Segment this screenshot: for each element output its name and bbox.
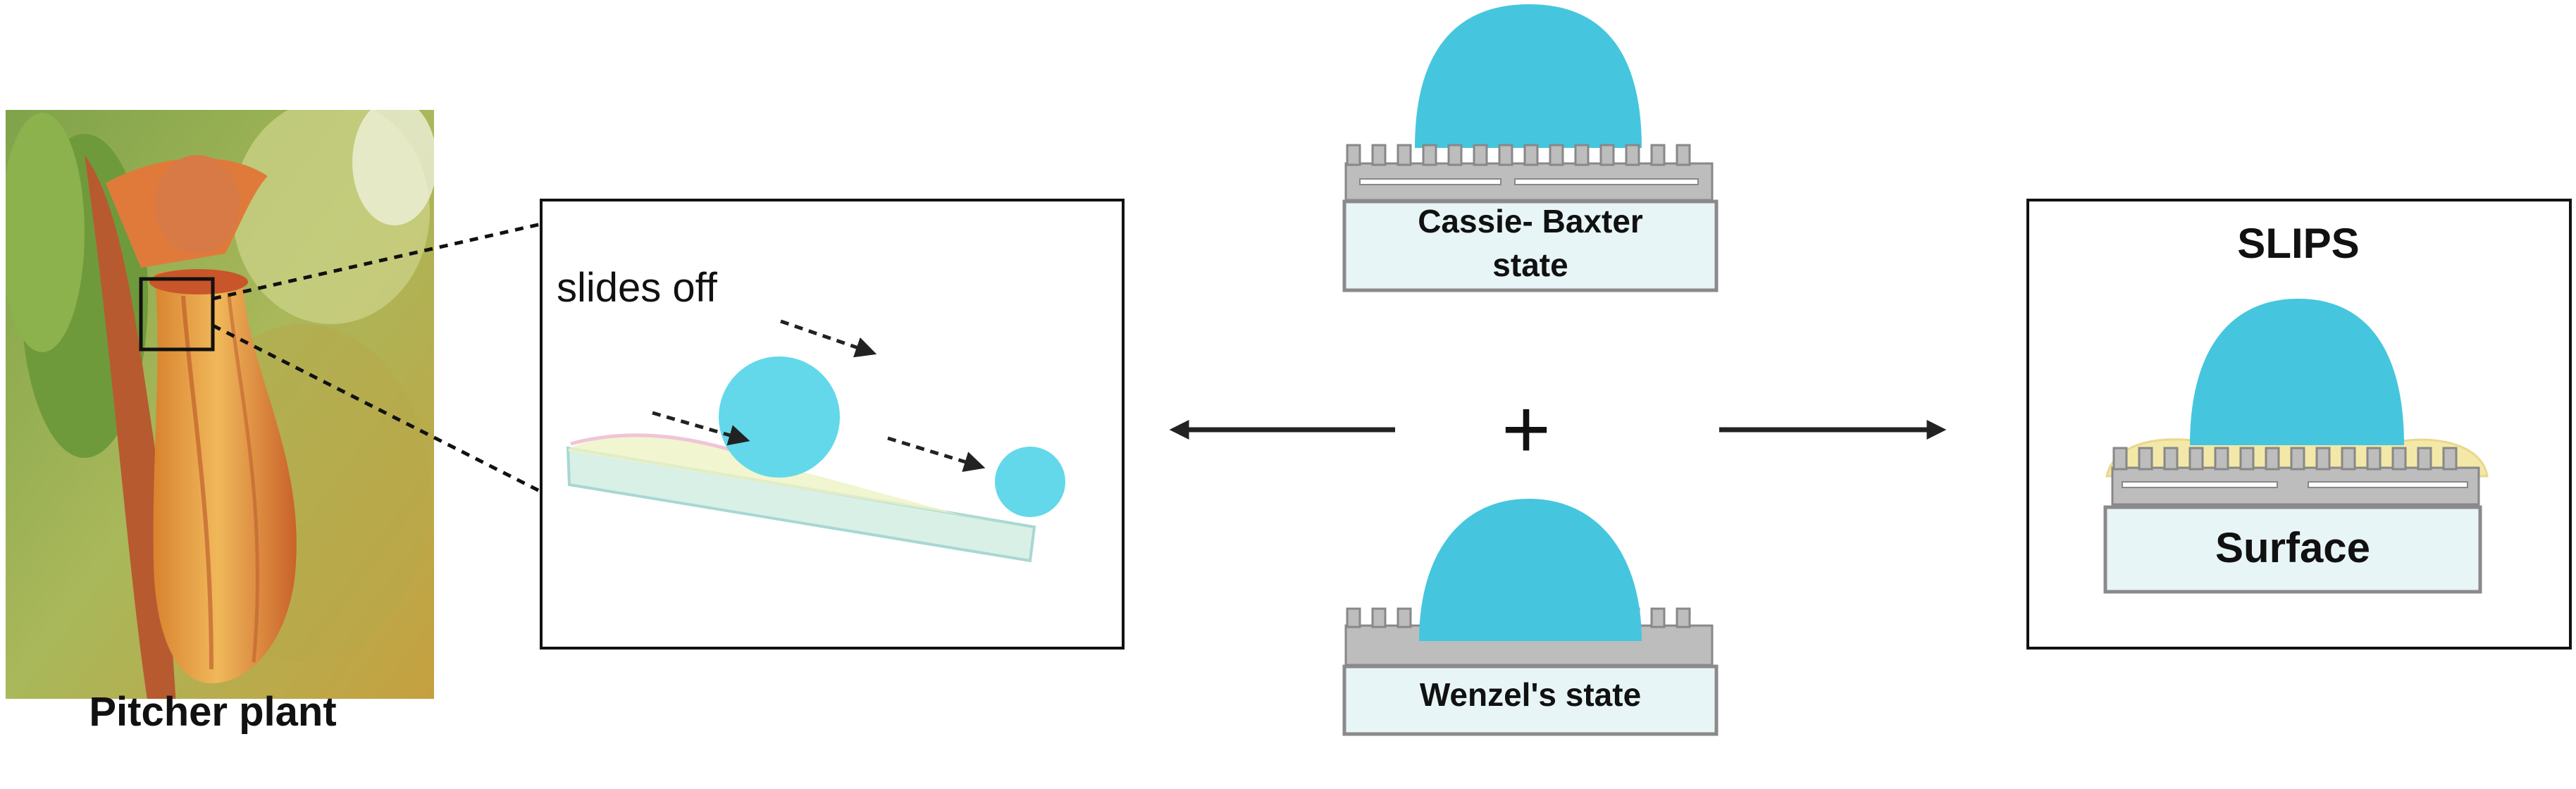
surface-pillar [1422, 144, 1437, 166]
surface-pillar [2315, 447, 2331, 471]
surface-pillar [2265, 447, 2280, 471]
cassie-baxter-label-line1: Cassie- Baxter [1418, 203, 1643, 240]
surface-pillar [2417, 447, 2432, 471]
surface-pillar [2138, 447, 2153, 471]
surface-pillar [2442, 447, 2458, 471]
pitcher-plant-photo [6, 110, 434, 699]
surface-pillar [1346, 607, 1361, 628]
surface-pillar [2366, 447, 2382, 471]
slips-illustration [2105, 299, 2489, 506]
surface-pillar [1371, 607, 1387, 628]
surface-pillar [1346, 144, 1361, 166]
surface-pillar [1599, 144, 1615, 166]
surface-pillar [1549, 144, 1564, 166]
surface-pillar [2214, 447, 2229, 471]
surface-pillar [1473, 144, 1488, 166]
surface-pillar [1447, 144, 1463, 166]
water-droplet-large [719, 356, 840, 478]
wenzel-label: Wenzel's state [1420, 676, 1641, 713]
cassie-baxter-substrate [1342, 199, 1719, 292]
surface-pillar [2112, 447, 2128, 471]
surface-pillar [1574, 144, 1590, 166]
surface-pillar [1650, 144, 1666, 166]
pitcher-plant-label: Pitcher plant [89, 689, 336, 735]
surface-pillar [1498, 144, 1513, 166]
cassie-baxter-label-line2: state [1492, 247, 1568, 283]
tilted-slippery-surface [566, 433, 1036, 563]
surface-pillar [2239, 447, 2255, 471]
surface-pillar [1676, 144, 1691, 166]
surface-pillar [1397, 144, 1412, 166]
surface-pillar [2290, 447, 2305, 471]
surface-pillar [2188, 447, 2204, 471]
surface-pillar [1625, 144, 1640, 166]
slips-substrate [2103, 505, 2482, 594]
slides-off-label: slides off [557, 265, 718, 311]
wenzel-substrate [1342, 664, 1719, 736]
surface-pillar [2341, 447, 2356, 471]
zoom-lines [211, 222, 543, 494]
water-droplet-small [995, 447, 1065, 517]
zoom-square [139, 277, 215, 352]
cassie-baxter-illustration [1344, 4, 1714, 201]
surface-label: Surface [2215, 524, 2370, 571]
surface-pillar [1650, 607, 1666, 628]
sliding-arrows [652, 319, 986, 472]
surface-pillar [2391, 447, 2407, 471]
plus-sign: + [1501, 382, 1551, 476]
wenzel-illustration [1344, 499, 1714, 666]
surface-pillar [1397, 607, 1412, 628]
surface-pillar [2163, 447, 2179, 471]
surface-pillar [1523, 144, 1539, 166]
slips-title: SLIPS [2237, 220, 2359, 267]
surface-pillar [1371, 144, 1387, 166]
surface-pillar [1676, 607, 1691, 628]
